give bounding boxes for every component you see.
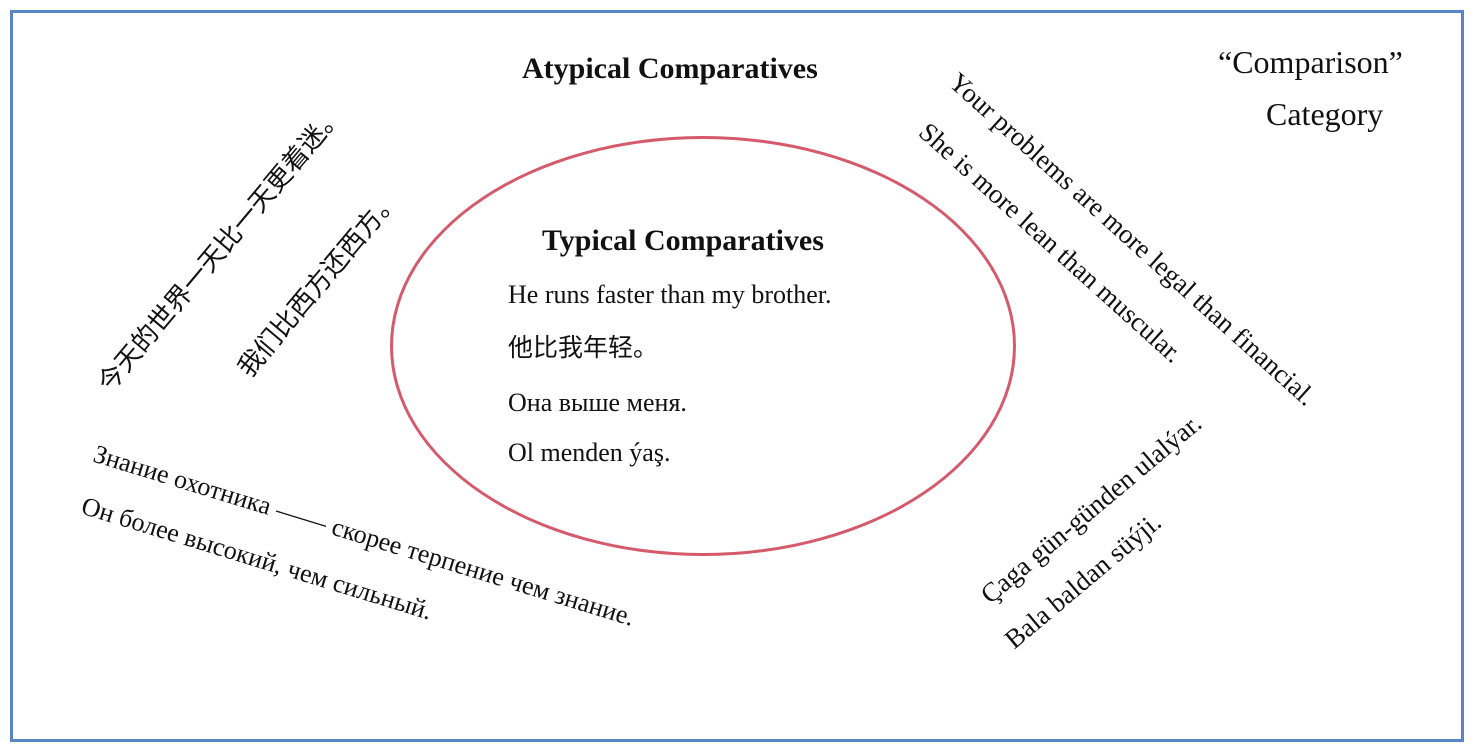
diagram-frame [10, 10, 1464, 742]
typical-example-turkmen: Ol menden ýaş. [508, 438, 671, 467]
typical-example-english: He runs faster than my brother. [508, 280, 832, 309]
typical-comparatives-title: Typical Comparatives [542, 224, 824, 257]
typical-comparatives-ellipse [390, 136, 1016, 556]
category-label-line1: “Comparison” [1218, 44, 1403, 80]
typical-example-russian: Она выше меня. [508, 388, 687, 417]
atypical-comparatives-title: Atypical Comparatives [522, 52, 818, 85]
typical-example-chinese: 他比我年轻。 [508, 333, 659, 362]
category-label-line2: Category [1266, 96, 1384, 132]
